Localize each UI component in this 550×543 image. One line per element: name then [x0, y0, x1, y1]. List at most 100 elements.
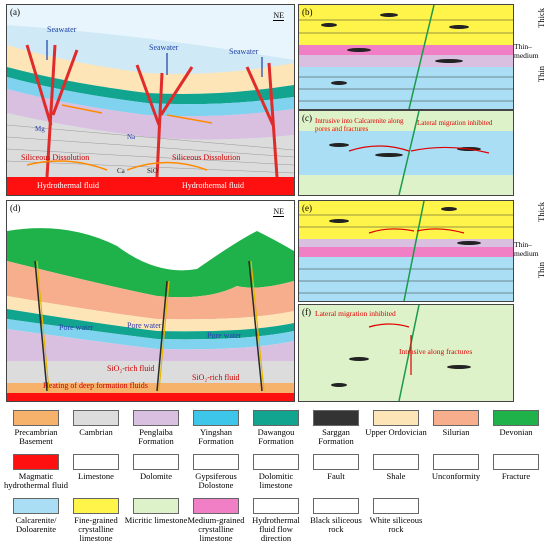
legend-label: Micritic limestone	[124, 515, 188, 525]
legend-label: Limestone	[78, 471, 114, 481]
legend-label: Silurian	[442, 427, 470, 437]
legend-item: Medium-grained crystalline limestone	[184, 498, 248, 543]
panel-a-label: (a)	[10, 7, 20, 17]
legend-label: Fine-grained crystalline limestone	[74, 515, 118, 543]
panel-c-label: (c)	[302, 113, 312, 123]
legend-item: Shale	[364, 454, 428, 481]
legend-label: Devonian	[499, 427, 533, 437]
legend-label: Hydrothermal fluid flow direction	[252, 515, 300, 543]
panel-b-column	[299, 5, 513, 109]
panel-d: (d) NE Pore water Pore water Pore water …	[6, 200, 295, 402]
legend-label: Dolomite	[139, 471, 173, 481]
legend-item: Upper Ordovician	[364, 410, 428, 437]
legend-item: Sarggan Formation	[304, 410, 368, 446]
legend-item: Calcarenite/ Doloarenite	[4, 498, 68, 534]
legend-swatch	[13, 410, 59, 426]
north-arrow-a: NE	[273, 11, 284, 21]
panel-d-label: (d)	[10, 203, 21, 213]
legend-swatch	[253, 410, 299, 426]
panel-e-column	[299, 201, 513, 301]
sio-ion-label: SiO	[147, 167, 158, 175]
legend-swatch	[373, 410, 419, 426]
dissolution-label-1: Siliceous Dissolution	[21, 153, 90, 162]
heating-label: Heating of deep formation fluids	[43, 381, 148, 390]
legend-label: Unconformity	[431, 471, 481, 481]
thin-label-bottom: Thin	[536, 262, 546, 279]
legend-item: Magmatic hydrothermal fluid	[4, 454, 68, 490]
legend-swatch	[193, 498, 239, 514]
seawater-label-3: Seawater	[229, 47, 259, 56]
legend-item: Silurian	[424, 410, 488, 437]
legend-label: Sarggan Formation	[318, 427, 354, 446]
panel-c-note-1: Intrusive into Calcarenite along pores a…	[315, 117, 404, 133]
legend-item: Precambrian Basement	[4, 410, 68, 446]
legend-swatch	[313, 410, 359, 426]
legend-item: Limestone	[64, 454, 128, 481]
legend-label: Cambrian	[79, 427, 113, 437]
legend-label: Fault	[327, 471, 345, 481]
legend-label: Yingshan Formation	[198, 427, 234, 446]
legend-label: Medium-grained crystalline limestone	[187, 515, 245, 543]
legend-swatch	[493, 454, 539, 470]
panel-c: (c) Intrusive into Calcarenite along por…	[298, 110, 514, 196]
legend-item: Penglaiba Formation	[124, 410, 188, 446]
fluid-label-2: Hydrothermal fluid	[182, 181, 244, 190]
seawater-label-2: Seawater	[149, 43, 179, 52]
panel-f-note-2: Intrusive along fractures	[399, 347, 473, 356]
pore-water-label-2: Pore water	[127, 321, 162, 330]
legend-swatch	[433, 410, 479, 426]
panel-e-label: (e)	[302, 203, 312, 213]
legend: Precambrian Basement Cambrian Penglaiba Fo…	[0, 406, 550, 543]
legend-swatch	[133, 454, 179, 470]
legend-label: Shale	[386, 471, 406, 481]
legend-item: Yingshan Formation	[184, 410, 248, 446]
legend-label: Penglaiba Formation	[138, 427, 174, 446]
legend-item: Micritic limestone	[124, 498, 188, 525]
thick-label-bottom: Thick	[536, 202, 546, 222]
legend-label: Calcarenite/ Doloarenite	[15, 515, 57, 534]
legend-item: Fracture	[484, 454, 548, 481]
legend-label: Magmatic hydrothermal fluid	[4, 471, 68, 490]
panel-d-cross-section	[7, 228, 294, 401]
legend-swatch	[373, 454, 419, 470]
panel-f-label: (f)	[302, 307, 311, 317]
legend-swatch	[493, 410, 539, 426]
thin-label-top: Thin	[536, 66, 546, 83]
legend-swatch	[73, 454, 119, 470]
thick-label-top: Thick	[536, 8, 546, 28]
legend-item: Black siliceous rock	[304, 498, 368, 534]
panel-f-column	[331, 305, 471, 401]
legend-swatch	[433, 454, 479, 470]
legend-item: Devonian	[484, 410, 548, 437]
panel-c-column	[299, 111, 513, 195]
legend-swatch	[133, 498, 179, 514]
panel-f: (f) Lateral migration inhibited Intrusiv…	[298, 304, 514, 402]
legend-swatch	[13, 498, 59, 514]
legend-swatch	[73, 410, 119, 426]
thin-medium-label-bottom: Thin–medium	[514, 240, 539, 258]
panel-c-note-2: Lateral migration inhibited	[417, 119, 493, 127]
legend-swatch	[193, 454, 239, 470]
legend-label: Gypsiferous Dolostone	[195, 471, 237, 490]
fluid-label-1: Hydrothermal fluid	[37, 181, 99, 190]
legend-swatch	[133, 410, 179, 426]
legend-swatch	[313, 498, 359, 514]
legend-item: Dolomitic limestone	[244, 454, 308, 490]
legend-swatch	[13, 454, 59, 470]
pore-water-label-1: Pore water	[59, 323, 94, 332]
legend-item: Cambrian	[64, 410, 128, 437]
panel-b-label: (b)	[302, 7, 313, 17]
panel-e: (e)	[298, 200, 514, 302]
ca-ion-label: Ca	[117, 167, 125, 175]
north-arrow-d: NE	[273, 207, 284, 217]
legend-label: Dawangou Formation	[257, 427, 295, 446]
legend-item: Dolomite	[124, 454, 188, 481]
legend-swatch	[373, 498, 419, 514]
legend-label: Upper Ordovician	[365, 427, 427, 437]
legend-swatch	[313, 454, 359, 470]
panel-a-cross-section	[7, 5, 294, 195]
legend-item: Hydrothermal fluid flow direction	[244, 498, 308, 543]
thin-medium-label-top: Thin–medium	[514, 42, 539, 60]
legend-label: Precambrian Basement	[14, 427, 58, 446]
legend-swatch	[73, 498, 119, 514]
